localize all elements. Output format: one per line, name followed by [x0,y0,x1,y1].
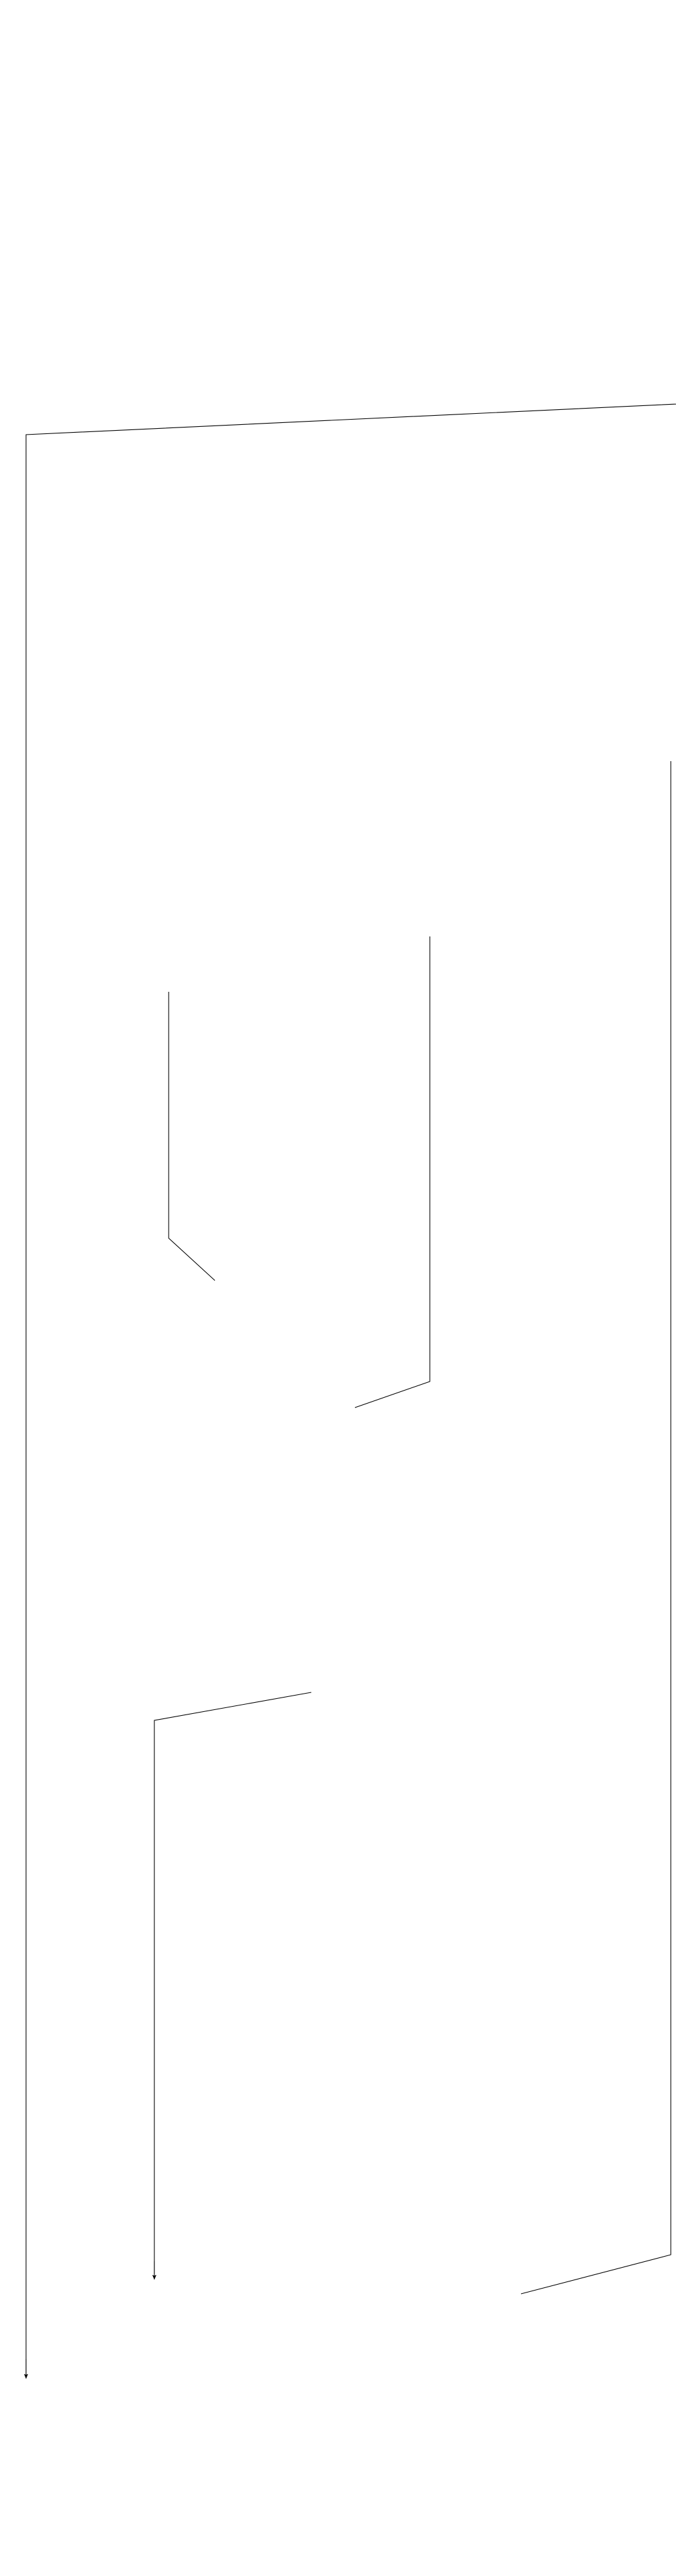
cfg-edge-rail [168,992,216,1281]
cfg-edge-rail [520,761,671,2294]
cfg-edge-rail [25,403,676,2376]
edge-layer [23,403,676,2379]
cfg-edge-rail [154,1692,312,2274]
cfg-edge-rail [354,936,430,1408]
